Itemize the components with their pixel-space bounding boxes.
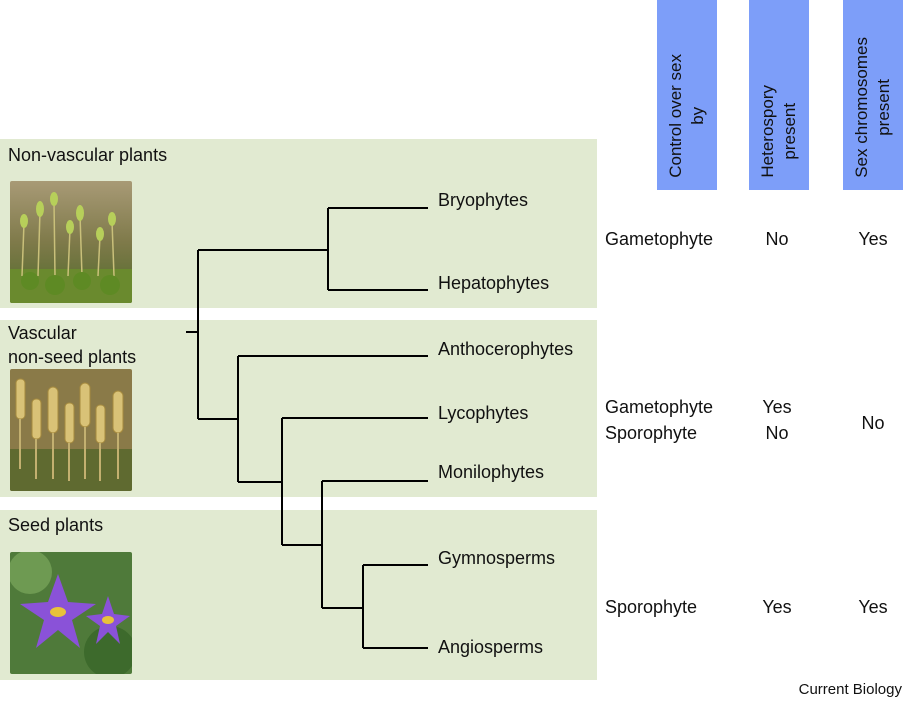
taxon-monilophytes: Monilophytes <box>438 462 545 482</box>
moss-sporophytes-photo <box>10 181 132 303</box>
header-sex-chromosomes: Sex chromosomes present <box>843 0 903 190</box>
header-heterospory: Heterospory present <box>749 0 809 190</box>
purple-flowers-photo <box>10 552 132 674</box>
taxon-bryophytes: Bryophytes <box>438 190 529 210</box>
cell-control-row3: Sporophyte <box>605 597 698 617</box>
taxon-lycophytes: Lycophytes <box>438 403 529 423</box>
taxon-angiosperms: Angiosperms <box>438 637 544 657</box>
group-label-seed-plants: Seed plants <box>8 515 104 535</box>
taxon-hepatophytes: Hepatophytes <box>438 273 550 293</box>
taxon-anthocerophytes: Anthocerophytes <box>438 339 574 359</box>
group-label-non-vascular: Non-vascular plants <box>8 145 168 165</box>
header-sex-chromosomes-label: Sex chromosomes present <box>852 37 893 178</box>
cell-heterospory-row3: Yes <box>762 597 792 617</box>
header-control-over-sex-label: Control over sex by <box>666 54 707 178</box>
cell-sex-chromosomes-row1: Yes <box>858 229 888 249</box>
clubmoss-strobili-photo <box>10 369 132 491</box>
header-control-over-sex: Control over sex by <box>657 0 717 190</box>
cell-sex-chromosomes-row2: No <box>861 413 885 433</box>
cell-control-row1: Gametophyte <box>605 229 714 249</box>
cell-heterospory-row2: Yes No <box>762 397 792 443</box>
header-heterospory-label: Heterospory present <box>758 85 799 178</box>
phylogenetic-tree <box>186 207 428 649</box>
journal-credit: Current Biology <box>798 681 902 698</box>
group-label-vascular-non-seed: Vascular non-seed plants <box>8 323 137 367</box>
taxon-gymnosperms: Gymnosperms <box>438 548 556 568</box>
cell-control-row2: Gametophyte Sporophyte <box>605 397 714 443</box>
cell-sex-chromosomes-row3: Yes <box>858 597 888 617</box>
cell-heterospory-row1: No <box>765 229 789 249</box>
